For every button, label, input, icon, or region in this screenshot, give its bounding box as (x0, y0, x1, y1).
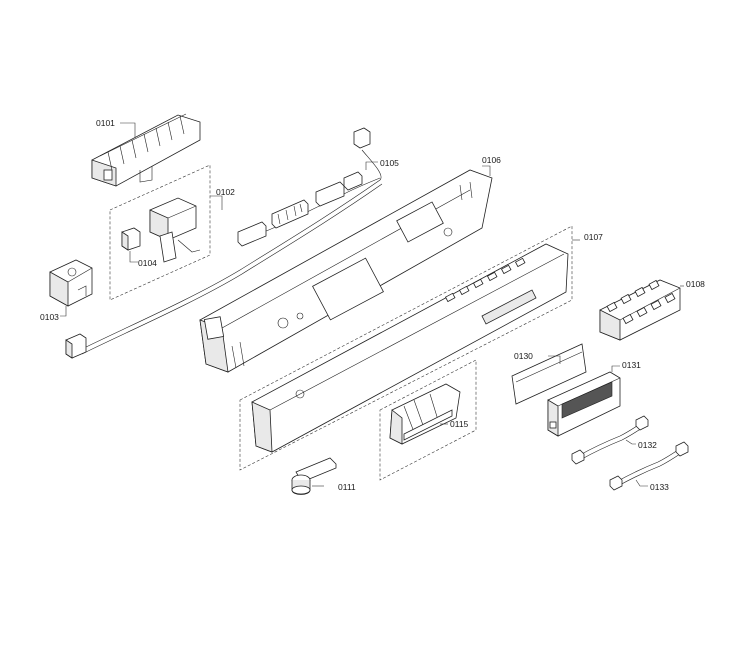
part-0131-display-module[interactable] (547, 371, 621, 437)
callout-0106: 0106 (482, 155, 501, 165)
callout-0131: 0131 (622, 360, 641, 370)
part-0115-handle[interactable] (389, 383, 461, 445)
callout-0105: 0105 (380, 158, 399, 168)
callout-0132: 0132 (638, 440, 657, 450)
callout-0107: 0107 (584, 232, 603, 242)
part-0133-cable[interactable] (609, 441, 689, 491)
part-0103-switch[interactable] (49, 259, 93, 307)
group-outline-0115 (379, 359, 477, 481)
part-0111-knob[interactable] (291, 457, 337, 495)
part-0108-button-array[interactable] (599, 279, 681, 341)
callout-0104: 0104 (138, 258, 157, 268)
part-0104-relay[interactable] (121, 227, 141, 251)
part-0130-display-lens[interactable] (511, 343, 587, 405)
callout-0108: 0108 (686, 279, 705, 289)
part-0132-cable[interactable] (571, 415, 649, 465)
callout-0115: 0115 (450, 419, 469, 429)
part-0106-panel-frame[interactable] (199, 169, 493, 373)
part-0102-door-switch[interactable] (149, 197, 201, 263)
callout-0111: 0111 (338, 482, 356, 492)
part-0107-fascia[interactable] (251, 243, 569, 453)
callout-0101: 0101 (96, 118, 115, 128)
callout-0130: 0130 (514, 351, 533, 361)
callout-0133: 0133 (650, 482, 669, 492)
fascia-button-row (444, 257, 526, 303)
callout-0103: 0103 (40, 312, 59, 322)
part-0101-terminal-block[interactable] (91, 113, 201, 187)
part-0105-wiring-harness[interactable] (65, 127, 383, 359)
group-outline-0107 (239, 225, 573, 471)
callout-0102: 0102 (216, 187, 235, 197)
